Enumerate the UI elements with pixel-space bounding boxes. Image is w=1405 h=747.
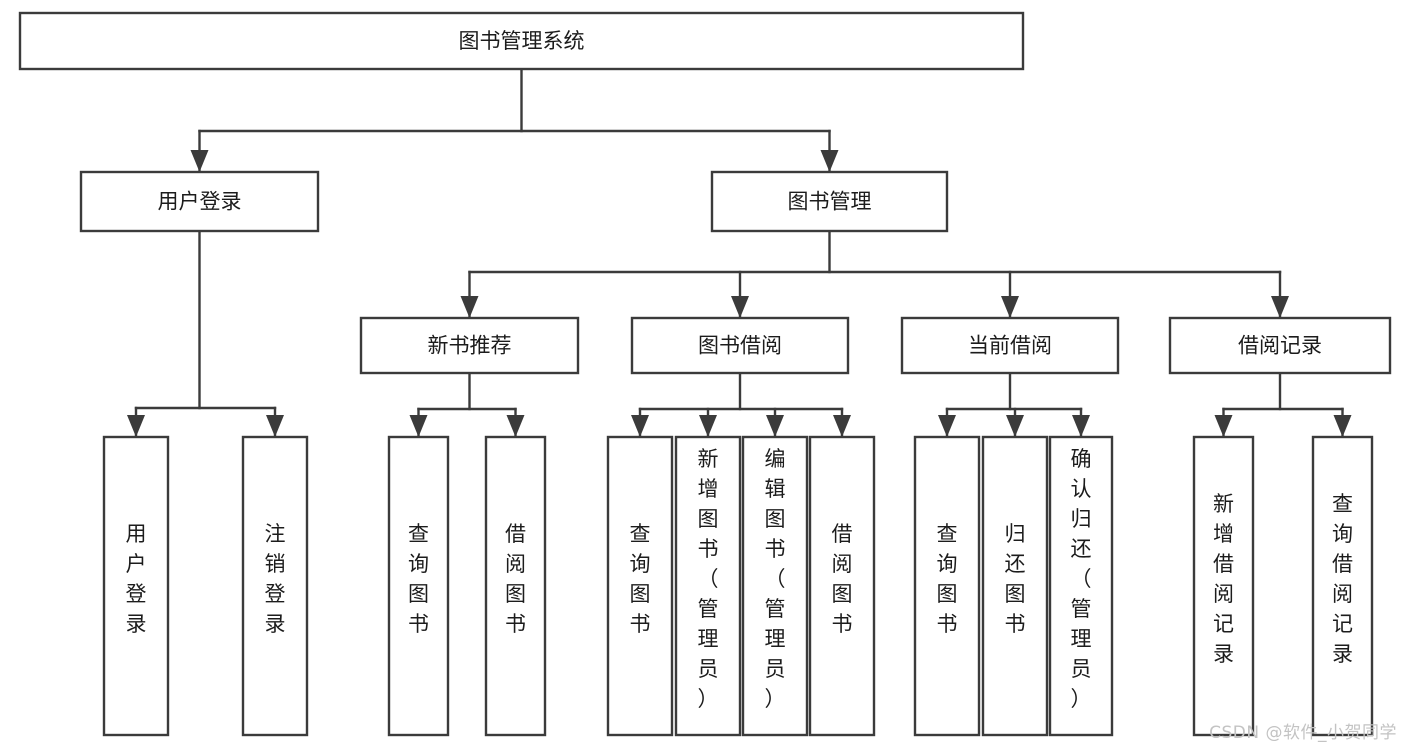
node-box [1168, 316, 1392, 375]
node-box [741, 435, 809, 737]
node-box [710, 170, 949, 233]
arrow-head [820, 150, 839, 172]
node-leaf-confirm-return[interactable]: 确认归还（管理员） [1048, 435, 1114, 737]
nodes-layer: 图书管理系统用户登录图书管理新书推荐图书借阅当前借阅借阅记录用户登录注销登录查询… [18, 11, 1392, 737]
node-label: 查询图书 [630, 522, 651, 636]
node-root[interactable]: 图书管理系统 [18, 11, 1025, 71]
node-label: 归还图书 [1005, 522, 1026, 636]
node-box [18, 11, 1025, 71]
node-book-borrow[interactable]: 图书借阅 [630, 316, 850, 375]
arrow-head [1214, 415, 1233, 437]
node-leaf-user-login[interactable]: 用户登录 [102, 435, 170, 737]
node-leaf-return-book[interactable]: 归还图书 [981, 435, 1049, 737]
node-leaf-borrow-book-1[interactable]: 借阅图书 [484, 435, 547, 737]
arrow-head [266, 415, 284, 437]
arrow-head [1333, 415, 1352, 437]
node-label: 用户登录 [158, 190, 242, 214]
connectors-layer [127, 67, 1352, 438]
node-box [484, 435, 547, 737]
node-label: 编辑图书（管理员） [765, 447, 786, 711]
arrow-head [1006, 415, 1024, 437]
arrow-head [699, 415, 717, 437]
node-label: 查询借阅记录 [1332, 492, 1353, 666]
arrow-head [506, 415, 525, 437]
node-box [808, 435, 876, 737]
node-leaf-edit-book[interactable]: 编辑图书（管理员） [741, 435, 809, 737]
node-box [359, 316, 580, 375]
node-leaf-logout[interactable]: 注销登录 [241, 435, 309, 737]
arrow-head [409, 415, 428, 437]
node-label: 借阅图书 [505, 522, 526, 636]
node-box [79, 170, 320, 233]
node-label: 借阅图书 [832, 522, 853, 636]
watermark-text: CSDN @软件_小贺同学 [1209, 723, 1397, 743]
node-leaf-query-record[interactable]: 查询借阅记录 [1311, 435, 1374, 737]
arrow-head [631, 415, 649, 437]
node-box [241, 435, 309, 737]
arrow-head [1072, 415, 1090, 437]
node-label: 图书管理系统 [459, 29, 585, 53]
node-label: 查询图书 [408, 522, 429, 636]
node-user-login[interactable]: 用户登录 [79, 170, 320, 233]
node-borrow-record[interactable]: 借阅记录 [1168, 316, 1392, 375]
arrow-head [833, 415, 851, 437]
node-new-book-recommend[interactable]: 新书推荐 [359, 316, 580, 375]
node-label: 用户登录 [126, 522, 147, 636]
node-label: 借阅记录 [1238, 334, 1322, 358]
node-box [913, 435, 981, 737]
node-leaf-add-book[interactable]: 新增图书（管理员） [674, 435, 742, 737]
arrow-head [460, 296, 479, 318]
arrow-head [1271, 296, 1289, 318]
arrow-head [127, 415, 145, 437]
node-box [102, 435, 170, 737]
node-box [606, 435, 674, 737]
node-box [1311, 435, 1374, 737]
arrow-head [731, 296, 749, 318]
arrow-head [938, 415, 956, 437]
node-current-borrow[interactable]: 当前借阅 [900, 316, 1120, 375]
arrow-head [1001, 296, 1019, 318]
node-label: 查询图书 [937, 522, 958, 636]
node-label: 新书推荐 [428, 334, 512, 358]
node-leaf-query-book-2[interactable]: 查询图书 [606, 435, 674, 737]
node-label: 当前借阅 [968, 334, 1052, 358]
node-label: 注销登录 [265, 522, 286, 636]
node-leaf-query-book-3[interactable]: 查询图书 [913, 435, 981, 737]
node-leaf-add-record[interactable]: 新增借阅记录 [1192, 435, 1255, 737]
node-label: 新增图书（管理员） [698, 447, 719, 711]
node-label: 图书管理 [788, 190, 872, 214]
node-box [630, 316, 850, 375]
node-box [674, 435, 742, 737]
arrow-head [190, 150, 209, 172]
node-label: 图书借阅 [698, 334, 782, 358]
node-box [1048, 435, 1114, 737]
node-leaf-borrow-book-2[interactable]: 借阅图书 [808, 435, 876, 737]
node-box [387, 435, 450, 737]
node-book-management[interactable]: 图书管理 [710, 170, 949, 233]
node-box [1192, 435, 1255, 737]
node-label: 新增借阅记录 [1213, 492, 1234, 666]
node-box [981, 435, 1049, 737]
node-box [900, 316, 1120, 375]
node-leaf-query-book-1[interactable]: 查询图书 [387, 435, 450, 737]
arrow-head [766, 415, 784, 437]
node-label: 确认归还（管理员） [1071, 447, 1092, 711]
